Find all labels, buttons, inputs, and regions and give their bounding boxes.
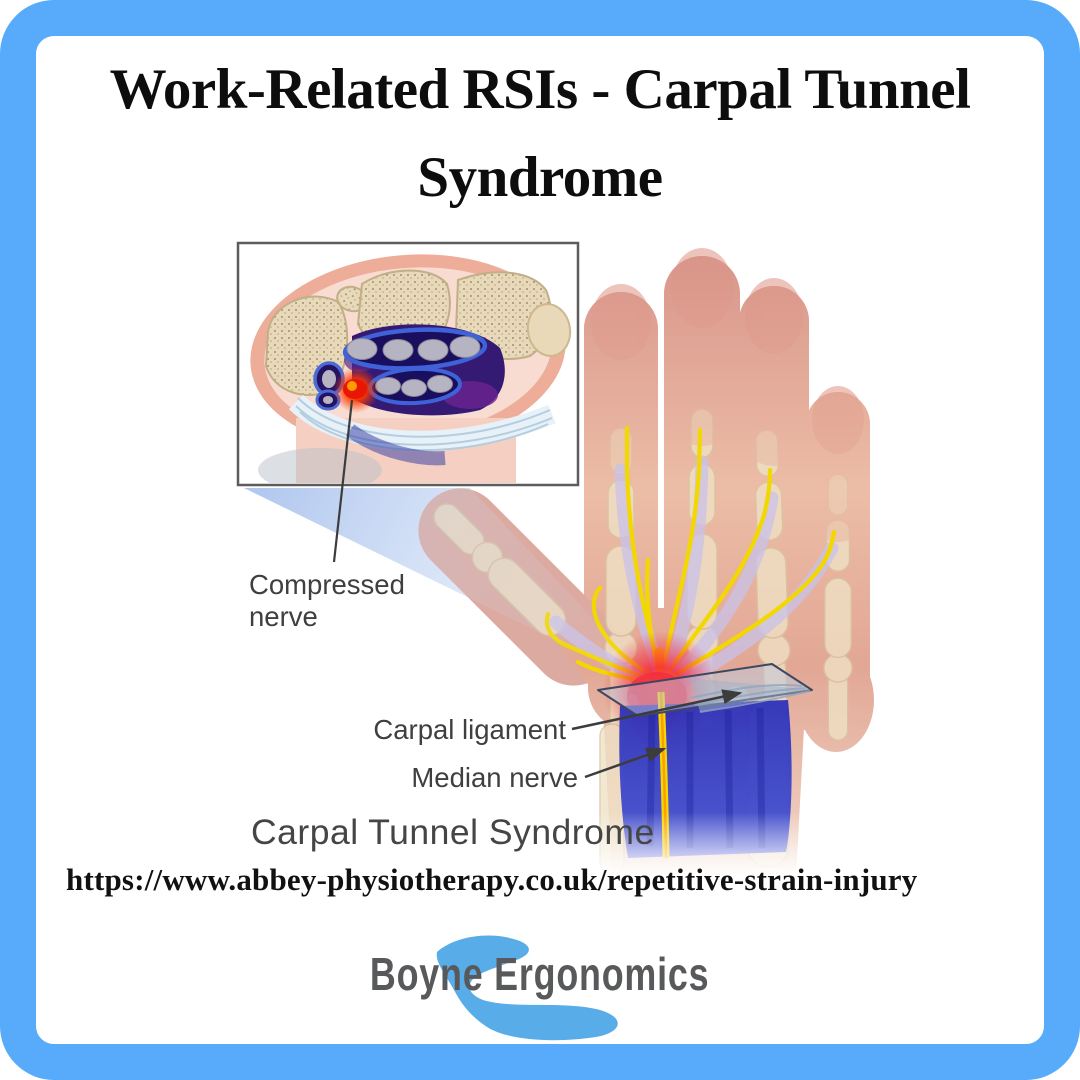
illustration-caption: Carpal Tunnel Syndrome (251, 812, 655, 852)
label-median-nerve: Median nerve (411, 762, 578, 793)
label-compressed-nerve: Compressed nerve (249, 569, 405, 632)
logo: Boyne Ergonomics (0, 947, 1080, 1001)
carpal-ligament-plane (597, 663, 813, 717)
page-title: Work-Related RSIs - Carpal Tunnel Syndro… (40, 46, 1040, 223)
river-swoosh-icon (436, 935, 618, 1041)
page-title-line2: Syndrome (417, 146, 663, 210)
page-title-line1: Work-Related RSIs - Carpal Tunnel (109, 58, 971, 121)
leader-lines (332, 399, 743, 779)
source-url-text: https://www.abbey-physiotherapy.co.uk/re… (66, 862, 918, 897)
inset-cross-section (236, 241, 580, 487)
zoom-cone-overlay (244, 488, 662, 692)
label-carpal-ligament: Carpal ligament (373, 714, 566, 745)
finger-skin-veil (584, 256, 870, 542)
forearm-fade (556, 812, 892, 878)
logo-text: Boyne Ergonomics (370, 948, 710, 1000)
